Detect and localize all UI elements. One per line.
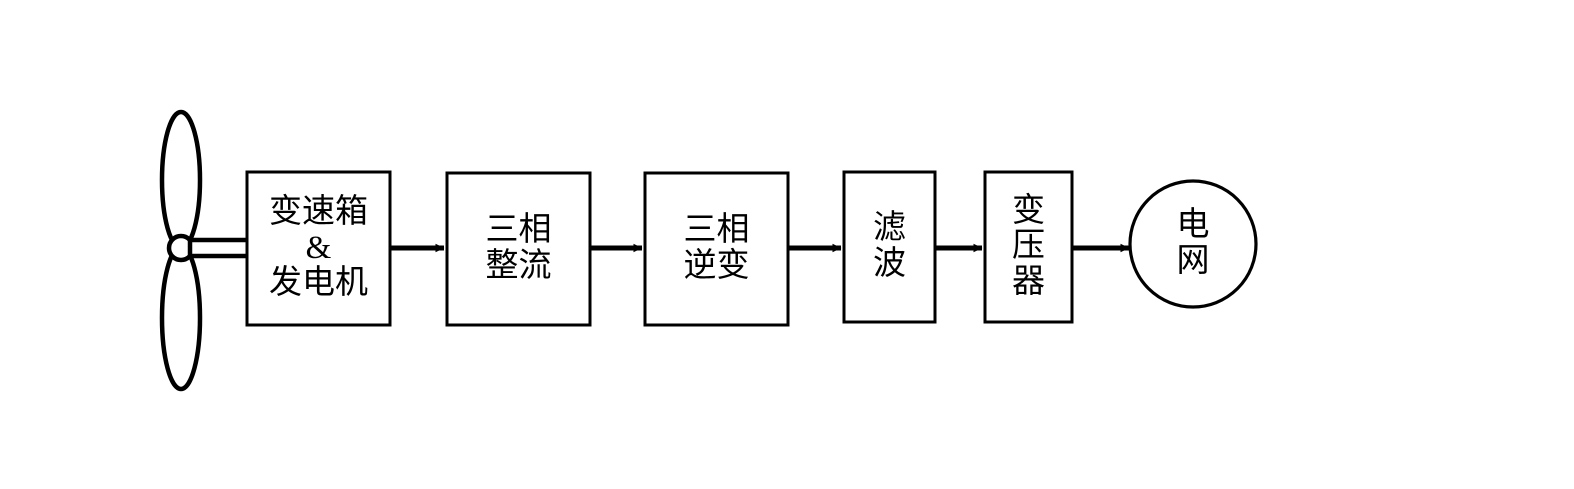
- filter-box[interactable]: [842, 170, 937, 324]
- turbine-blade-upper-icon: [159, 109, 203, 251]
- transformer-box[interactable]: [983, 170, 1074, 324]
- turbine-blade-lower-icon: [159, 244, 203, 392]
- gearbox-generator-box[interactable]: [245, 170, 392, 327]
- wind-turbine-node[interactable]: [159, 109, 253, 392]
- turbine-shaft-connector: [187, 237, 253, 259]
- three-phase-rectifier-box[interactable]: [445, 171, 592, 327]
- power-grid-circle[interactable]: [1128, 179, 1258, 309]
- three-phase-inverter-box[interactable]: [643, 171, 790, 327]
